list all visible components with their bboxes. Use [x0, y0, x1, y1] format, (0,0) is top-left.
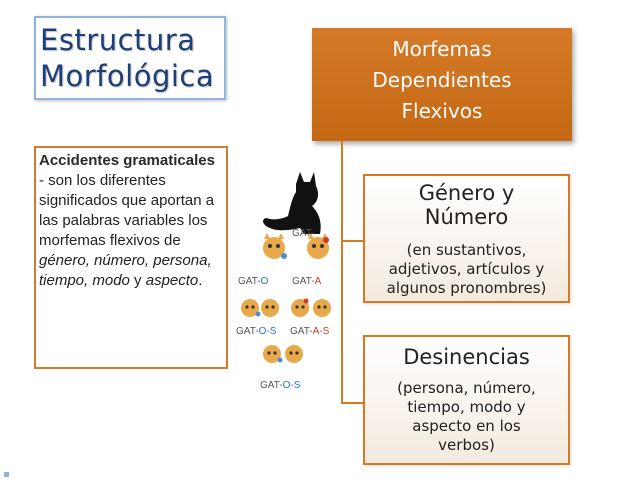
genero-numero-box: Género y Número (en sustantivos, adjetiv… [363, 174, 570, 303]
gat-os2-suffix: O-S [282, 380, 301, 391]
gat-as-suffix: A-S [312, 326, 330, 337]
slide-title: Estructura Morfológica [40, 23, 215, 93]
gat-o-stem: GAT- [238, 276, 261, 287]
accidentes-text-1: - son los diferentes significados que ap… [39, 172, 215, 249]
black-cat-icon [263, 172, 321, 234]
gat-o-suffix: O [260, 276, 269, 287]
cats-image [241, 172, 331, 363]
accidentes-definition-box: Accidentes gramaticales - son los difere… [34, 146, 228, 369]
small-cats-group [241, 233, 331, 363]
connector-vertical [341, 141, 343, 404]
gat-root-label: GAT- [292, 228, 315, 239]
gat-os-label: GAT-O-S [236, 326, 276, 337]
header-line-3: Flexivos [401, 99, 483, 123]
connector-desinencias [341, 402, 363, 404]
cat-illustration: GAT- GAT-O GAT-A GAT-O-S GAT-A-S GAT-O-S [234, 168, 348, 392]
gat-a-stem: GAT- [292, 276, 315, 287]
accidentes-text-3: . [198, 272, 203, 289]
accidentes-term: Accidentes gramaticales [39, 152, 215, 169]
genero-title: Género y Número [418, 181, 515, 229]
desinencias-box: Desinencias (persona, número, tiempo, mo… [363, 335, 570, 465]
gat-o-label: GAT-O [238, 276, 268, 287]
gat-os-label-2: GAT-O-S [260, 380, 300, 391]
morfemas-header-box: Morfemas Dependientes Flexivos [312, 28, 572, 141]
title-box: Estructura Morfológica [34, 16, 226, 100]
connector-genero [341, 240, 363, 242]
gat-os2-stem: GAT- [260, 380, 283, 391]
header-line-2: Dependientes [372, 68, 512, 92]
accidentes-italic-2: aspecto [145, 272, 199, 289]
gat-a-label: GAT-A [292, 276, 321, 287]
slide-corner-mark [4, 472, 9, 477]
accidentes-italic-1: género, número, persona, tiempo, modo [39, 252, 212, 289]
accidentes-text-2: y [129, 272, 146, 289]
header-line-1: Morfemas [392, 37, 492, 61]
gat-as-stem: GAT- [290, 326, 313, 337]
gat-os-stem: GAT- [236, 326, 259, 337]
gat-as-label: GAT-A-S [290, 326, 329, 337]
desinencias-title: Desinencias [403, 345, 530, 369]
gat-os-suffix: O-S [258, 326, 277, 337]
gat-a-suffix: A [314, 276, 322, 287]
desinencias-detail: (persona, número, tiempo, modo y aspecto… [397, 379, 536, 454]
genero-detail: (en sustantivos, adjetivos, artículos y … [386, 241, 547, 297]
